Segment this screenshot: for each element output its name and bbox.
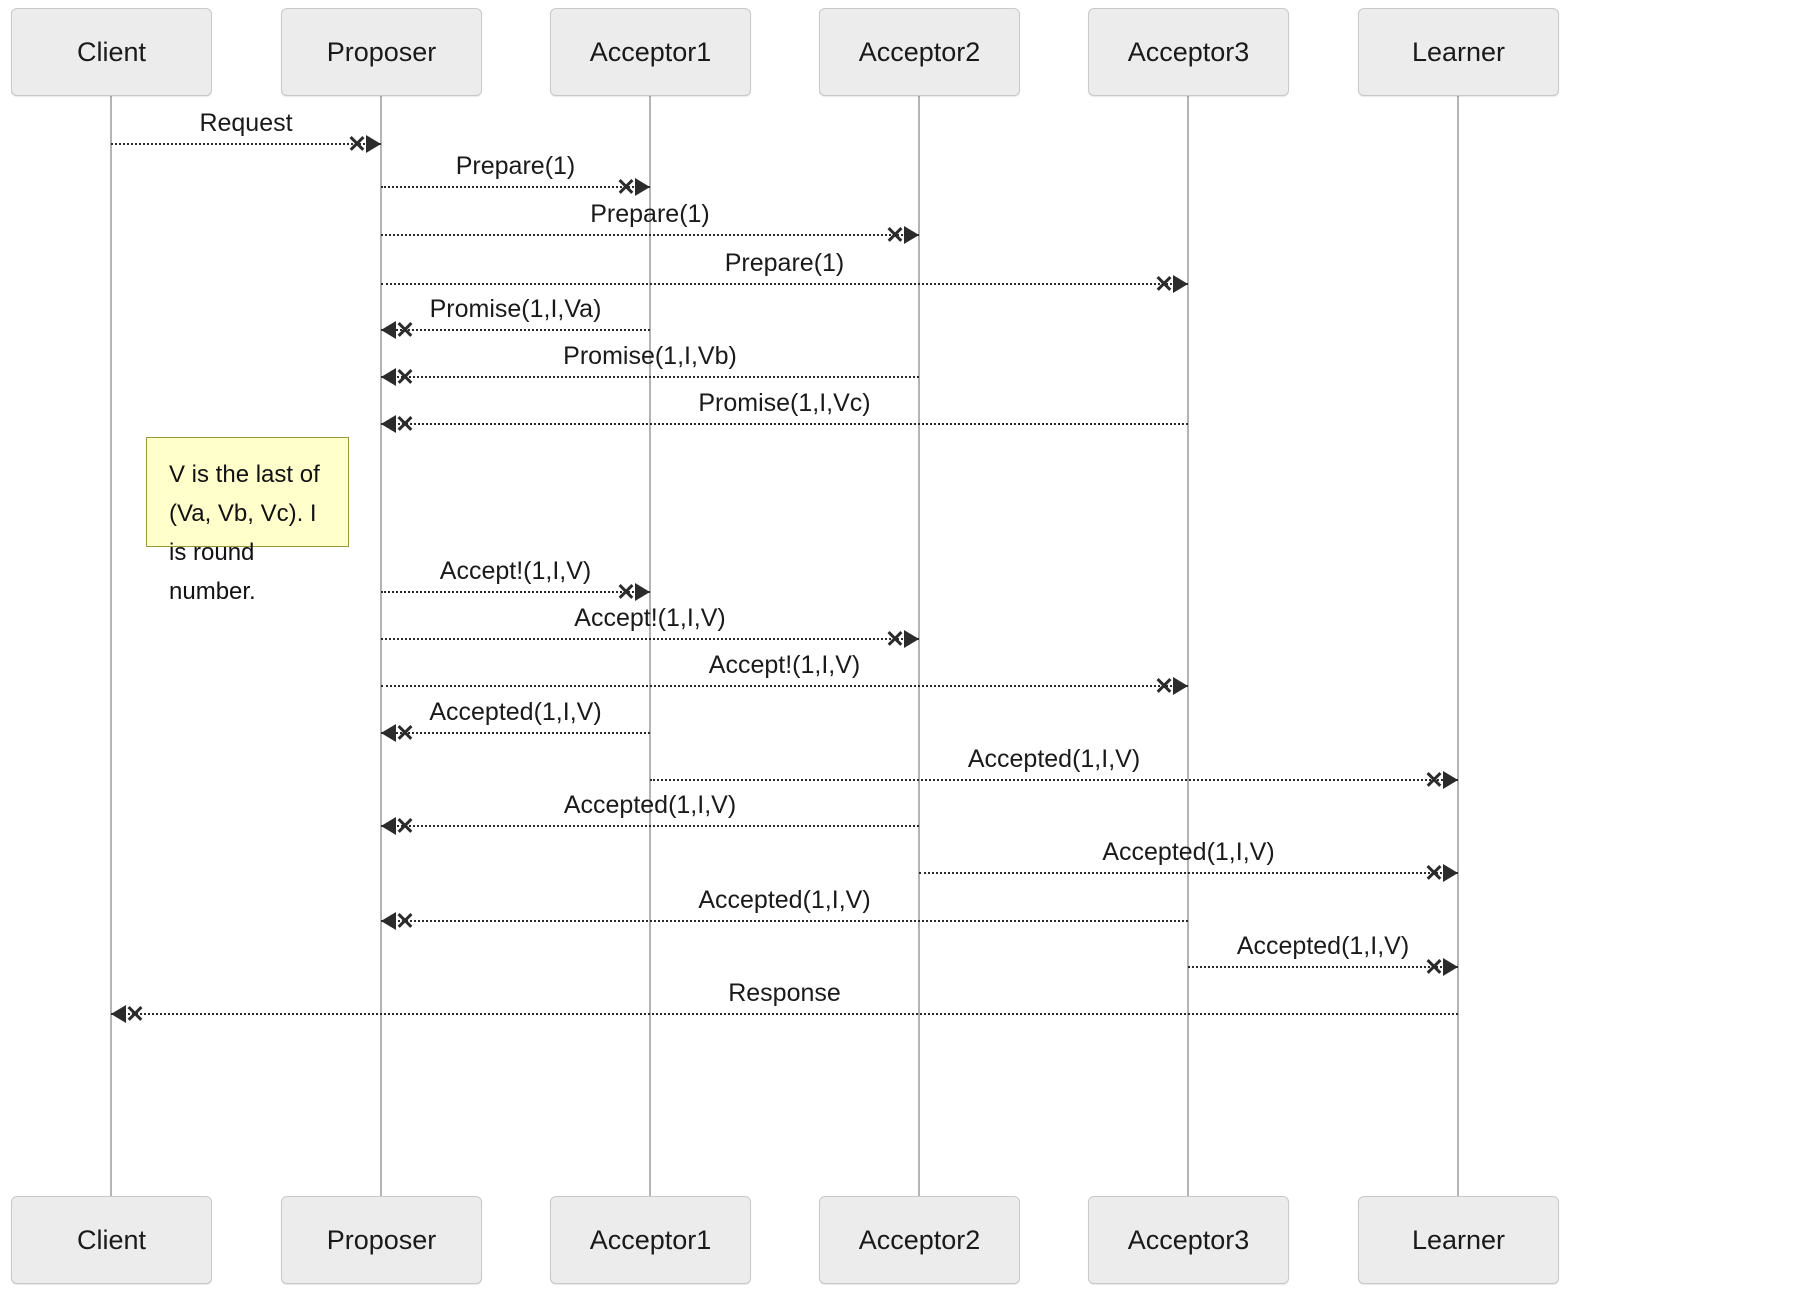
message-x-marker [1155,676,1173,694]
message-x-marker [1425,863,1443,881]
participant-box-client-top[interactable]: Client [11,8,212,96]
message-label: Accepted(1,I,V) [563,791,737,819]
participant-box-acceptor1-top[interactable]: Acceptor1 [550,8,751,96]
message-arrowhead [381,368,396,386]
message-line [111,143,381,145]
participant-box-acceptor3-bottom[interactable]: Acceptor3 [1088,1196,1289,1284]
message-arrowhead [1443,771,1458,789]
participant-label: Acceptor2 [858,36,981,67]
message-label: Promise(1,I,Vc) [698,389,871,417]
message-line [381,825,919,827]
participant-label: Proposer [326,36,437,67]
lifeline-acceptor1 [649,96,651,1196]
message-x-marker [1425,770,1443,788]
message-x-marker [396,911,414,929]
participant-box-learner-bottom[interactable]: Learner [1358,1196,1559,1284]
message-arrowhead [635,178,650,196]
message-label: Request [199,109,293,137]
message-x-marker [886,629,904,647]
message-arrowhead [1173,677,1188,695]
message-label: Response [728,979,841,1007]
message-arrowhead [1443,864,1458,882]
message-label: Promise(1,I,Vb) [563,342,737,370]
message-x-marker [396,723,414,741]
message-arrowhead [1173,275,1188,293]
message-x-marker [348,134,366,152]
message-x-marker [1155,274,1173,292]
message-x-marker [396,320,414,338]
participant-box-acceptor2-top[interactable]: Acceptor2 [819,8,1020,96]
participant-label: Client [76,1224,147,1255]
message-label: Accept!(1,I,V) [708,651,861,679]
message-x-marker [1425,957,1443,975]
participant-label: Acceptor3 [1127,36,1250,67]
message-arrowhead [381,912,396,930]
message-arrowhead [381,321,396,339]
message-arrowhead [1443,958,1458,976]
participant-label: Learner [1411,1224,1506,1255]
message-line [381,329,650,331]
message-line [381,638,919,640]
note-box: V is the last of (Va, Vb, Vc). I is roun… [146,437,349,605]
message-line [919,872,1458,874]
message-label: Accepted(1,I,V) [698,886,871,914]
message-x-marker [617,582,635,600]
message-line [1188,966,1458,968]
participant-box-acceptor1-bottom[interactable]: Acceptor1 [550,1196,751,1284]
message-x-marker [396,414,414,432]
message-line [111,1013,1458,1015]
message-line [381,283,1188,285]
message-line [381,685,1188,687]
message-x-marker [396,816,414,834]
message-line [381,234,919,236]
message-arrowhead [381,817,396,835]
participant-box-learner-top[interactable]: Learner [1358,8,1559,96]
message-label: Prepare(1) [590,200,710,228]
participant-label: Client [76,36,147,67]
participant-label: Learner [1411,36,1506,67]
message-arrowhead [635,583,650,601]
lifeline-acceptor3 [1187,96,1189,1196]
message-x-marker [126,1004,144,1022]
message-label: Accepted(1,I,V) [1102,838,1275,866]
message-x-marker [617,177,635,195]
message-label: Promise(1,I,Va) [429,295,602,323]
message-line [381,732,650,734]
message-arrowhead [381,415,396,433]
message-line [381,376,919,378]
participant-box-proposer-top[interactable]: Proposer [281,8,482,96]
participant-box-proposer-bottom[interactable]: Proposer [281,1196,482,1284]
message-line [381,920,1188,922]
participant-box-acceptor3-top[interactable]: Acceptor3 [1088,8,1289,96]
message-label: Prepare(1) [455,152,576,180]
message-x-marker [886,225,904,243]
message-label: Accept!(1,I,V) [439,557,592,585]
message-line [650,779,1458,781]
message-arrowhead [366,135,381,153]
message-label: Accepted(1,I,V) [1236,932,1410,960]
participant-box-acceptor2-bottom[interactable]: Acceptor2 [819,1196,1020,1284]
message-line [381,591,650,593]
message-label: Accept!(1,I,V) [574,604,726,632]
participant-box-client-bottom[interactable]: Client [11,1196,212,1284]
message-line [381,423,1188,425]
lifeline-learner [1457,96,1459,1196]
message-x-marker [396,367,414,385]
participant-label: Acceptor1 [589,1224,712,1255]
message-arrowhead [904,630,919,648]
participant-label: Proposer [326,1224,437,1255]
lifeline-client [110,96,112,1196]
message-arrowhead [904,226,919,244]
message-arrowhead [111,1005,126,1023]
lifeline-proposer [380,96,382,1196]
participant-label: Acceptor1 [589,36,712,67]
participant-label: Acceptor3 [1127,1224,1250,1255]
message-arrowhead [381,724,396,742]
message-line [381,186,650,188]
message-label: Prepare(1) [724,249,845,277]
participant-label: Acceptor2 [858,1224,981,1255]
message-label: Accepted(1,I,V) [967,745,1141,773]
message-label: Accepted(1,I,V) [429,698,602,726]
